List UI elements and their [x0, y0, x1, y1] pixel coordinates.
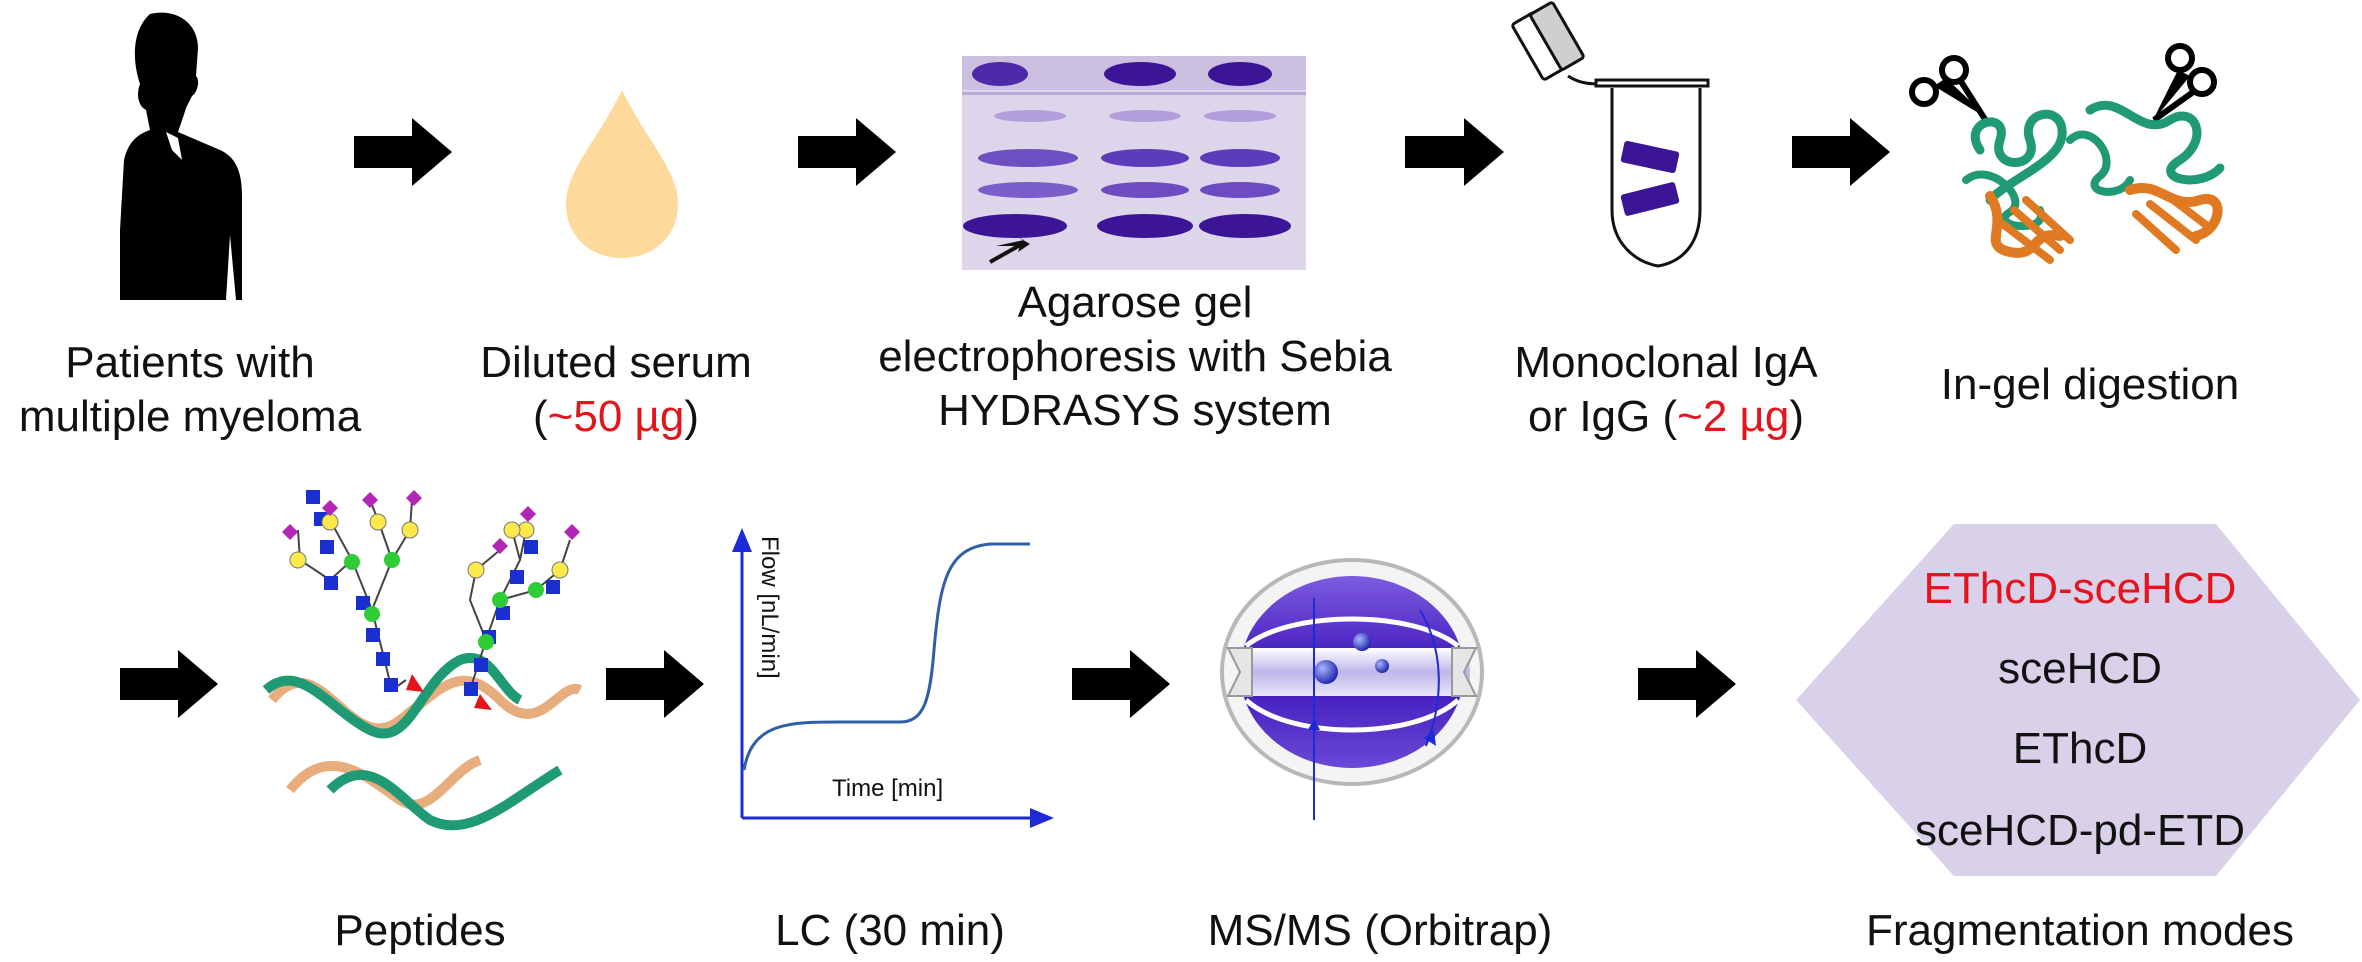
arrow-5-icon [120, 650, 218, 718]
lc-y-label: Flow [nL/min] [756, 536, 783, 679]
glycopeptide-icon [262, 490, 583, 831]
antibody-structure-icon [1962, 100, 2225, 264]
label-monoclonal: Monoclonal IgA or IgG (~2 µg) [1514, 338, 1818, 441]
serum-amount: ~50 µg [547, 392, 685, 441]
arrow-7-icon [1072, 650, 1170, 718]
arrow-3-icon [1405, 118, 1504, 186]
lc-plot: Flow [nL/min] Time [min] [732, 528, 1054, 828]
label-peptides: Peptides [334, 906, 506, 955]
scissors-right-icon [2152, 43, 2217, 123]
droplet-icon [566, 90, 678, 258]
lc-x-label: Time [min] [832, 775, 943, 802]
arrow-6-icon [606, 650, 704, 718]
mode-ethcd: EThcD [2012, 724, 2148, 773]
arrow-8-icon [1638, 650, 1736, 718]
arrow-1-icon [354, 118, 452, 186]
gel-image-icon [962, 56, 1306, 270]
label-msms: MS/MS (Orbitrap) [1207, 906, 1553, 955]
scissors-left-icon [1909, 55, 1991, 126]
mode-scehcd: sceHCD [1998, 644, 2162, 693]
label-digestion: In-gel digestion [1940, 360, 2240, 409]
mode-scehcd-pd-etd: sceHCD-pd-ETD [1914, 806, 2246, 855]
person-silhouette-icon [120, 12, 242, 301]
label-lc: LC (30 min) [775, 906, 1005, 955]
orbitrap-icon [1220, 558, 1484, 820]
arrow-4-icon [1792, 118, 1890, 186]
lc-gradient-curve [742, 542, 1030, 771]
arrow-2-icon [798, 118, 896, 186]
mono-amount: ~2 µg [1677, 392, 1790, 441]
label-gel: Agarose gel electrophoresis with Sebia H… [878, 278, 1392, 435]
label-fragmentation: Fragmentation modes [1866, 906, 2294, 955]
mode-ethcd-scehcd: EThcD-sceHCD [1923, 564, 2237, 613]
fragmentation-hexagon [1796, 524, 2360, 876]
label-serum: Diluted serum (~50 µg) [480, 338, 752, 441]
tube-with-tweezers-icon [1511, 1, 1710, 268]
label-patients: Patients with multiple myeloma [18, 338, 362, 441]
